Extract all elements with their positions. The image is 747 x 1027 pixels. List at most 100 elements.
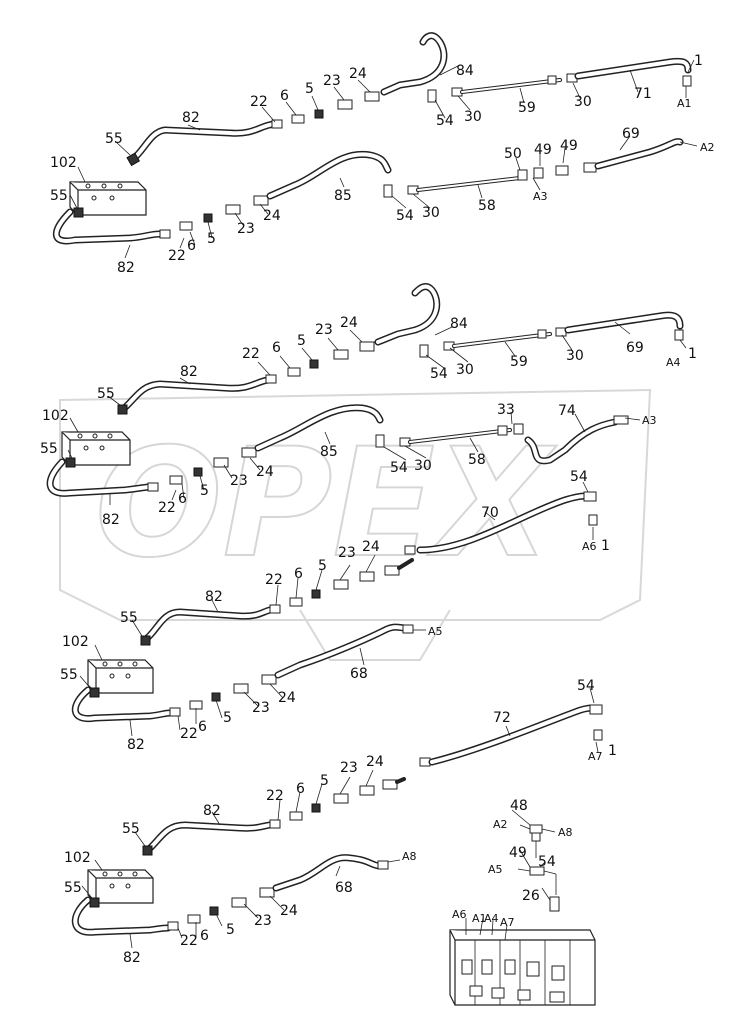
svg-text:24: 24	[278, 690, 296, 706]
svg-text:54: 54	[538, 854, 556, 870]
svg-text:A1: A1	[677, 97, 692, 110]
svg-text:5: 5	[207, 231, 216, 247]
svg-text:30: 30	[566, 348, 584, 364]
svg-text:55: 55	[122, 821, 140, 837]
svg-text:55: 55	[64, 880, 82, 896]
svg-text:58: 58	[478, 198, 496, 214]
manifold-block	[87, 869, 154, 904]
svg-text:6: 6	[280, 88, 289, 104]
svg-text:82: 82	[182, 110, 200, 126]
svg-text:58: 58	[468, 452, 486, 468]
svg-text:26: 26	[522, 888, 540, 904]
svg-text:23: 23	[230, 473, 248, 489]
svg-text:50: 50	[504, 146, 522, 162]
svg-text:82: 82	[205, 589, 223, 605]
svg-text:A6: A6	[582, 540, 597, 553]
svg-text:82: 82	[127, 737, 145, 753]
svg-text:A3: A3	[533, 190, 548, 203]
svg-text:85: 85	[320, 444, 338, 460]
svg-text:54: 54	[390, 460, 408, 476]
assembly-group-4: 102 55 55 82 82 22 6 5 23 24 22 6 5 23 2…	[64, 754, 417, 966]
svg-text:23: 23	[254, 913, 272, 929]
svg-text:49: 49	[560, 138, 578, 154]
svg-text:102: 102	[62, 634, 89, 650]
svg-text:68: 68	[350, 666, 368, 682]
svg-text:30: 30	[456, 362, 474, 378]
svg-text:59: 59	[510, 354, 528, 370]
svg-text:71: 71	[634, 86, 652, 102]
svg-text:5: 5	[318, 558, 327, 574]
svg-text:22: 22	[168, 248, 186, 264]
svg-text:24: 24	[366, 754, 384, 770]
svg-text:22: 22	[265, 572, 283, 588]
svg-text:5: 5	[297, 333, 306, 349]
svg-text:5: 5	[200, 483, 209, 499]
svg-text:102: 102	[64, 850, 91, 866]
svg-text:22: 22	[180, 726, 198, 742]
svg-text:54: 54	[430, 366, 448, 382]
svg-text:84: 84	[450, 316, 468, 332]
svg-text:6: 6	[272, 340, 281, 356]
svg-text:23: 23	[315, 322, 333, 338]
svg-text:A5: A5	[488, 863, 503, 876]
svg-text:30: 30	[414, 458, 432, 474]
manifold-block	[69, 181, 147, 216]
svg-text:49: 49	[509, 845, 527, 861]
svg-text:1: 1	[608, 743, 617, 759]
svg-text:82: 82	[117, 260, 135, 276]
svg-text:55: 55	[105, 131, 123, 147]
svg-text:23: 23	[237, 221, 255, 237]
svg-text:55: 55	[50, 188, 68, 204]
svg-text:69: 69	[626, 340, 644, 356]
svg-text:6: 6	[198, 719, 207, 735]
control-valve-bank: 48 49 54 26 A2 A8 A5 A6 A1 A4 A7	[449, 798, 596, 1006]
svg-text:49: 49	[534, 142, 552, 158]
svg-text:33: 33	[497, 402, 515, 418]
manifold-block	[87, 659, 154, 694]
svg-text:72: 72	[493, 710, 511, 726]
svg-text:54: 54	[570, 469, 588, 485]
svg-text:A3: A3	[642, 414, 657, 427]
svg-text:24: 24	[362, 539, 380, 555]
svg-text:55: 55	[60, 667, 78, 683]
svg-text:55: 55	[40, 441, 58, 457]
svg-text:A4: A4	[484, 912, 499, 925]
svg-text:84: 84	[456, 63, 474, 79]
svg-text:30: 30	[574, 94, 592, 110]
svg-text:23: 23	[338, 545, 356, 561]
assembly-group-2: 102 55 55 82 82 22 6 5 23 24 22 6 5 23 2…	[40, 283, 697, 555]
svg-text:68: 68	[335, 880, 353, 896]
svg-text:24: 24	[340, 315, 358, 331]
svg-text:6: 6	[187, 238, 196, 254]
svg-text:5: 5	[226, 922, 235, 938]
svg-text:82: 82	[123, 950, 141, 966]
assembly-group-1: 102 55 55 82 82 22 6 5 23 24 22 6 5 23 2…	[50, 32, 715, 276]
svg-text:A2: A2	[493, 818, 508, 831]
svg-text:A2: A2	[700, 141, 715, 154]
svg-text:1: 1	[601, 538, 610, 554]
svg-text:22: 22	[266, 788, 284, 804]
svg-text:54: 54	[396, 208, 414, 224]
manifold-block	[61, 431, 131, 466]
svg-text:55: 55	[120, 610, 138, 626]
svg-text:102: 102	[50, 155, 77, 171]
svg-text:55: 55	[97, 386, 115, 402]
svg-text:A7: A7	[588, 750, 603, 763]
svg-text:6: 6	[178, 491, 187, 507]
svg-text:23: 23	[252, 700, 270, 716]
svg-text:24: 24	[349, 66, 367, 82]
svg-text:1: 1	[694, 53, 703, 69]
svg-text:22: 22	[242, 346, 260, 362]
svg-text:69: 69	[622, 126, 640, 142]
svg-text:A7: A7	[500, 916, 515, 929]
svg-text:22: 22	[180, 933, 198, 949]
svg-text:59: 59	[518, 100, 536, 116]
svg-text:102: 102	[42, 408, 69, 424]
svg-text:24: 24	[280, 903, 298, 919]
svg-text:23: 23	[340, 760, 358, 776]
svg-text:54: 54	[436, 113, 454, 129]
svg-text:A8: A8	[558, 826, 573, 839]
svg-text:30: 30	[464, 109, 482, 125]
svg-text:85: 85	[334, 188, 352, 204]
